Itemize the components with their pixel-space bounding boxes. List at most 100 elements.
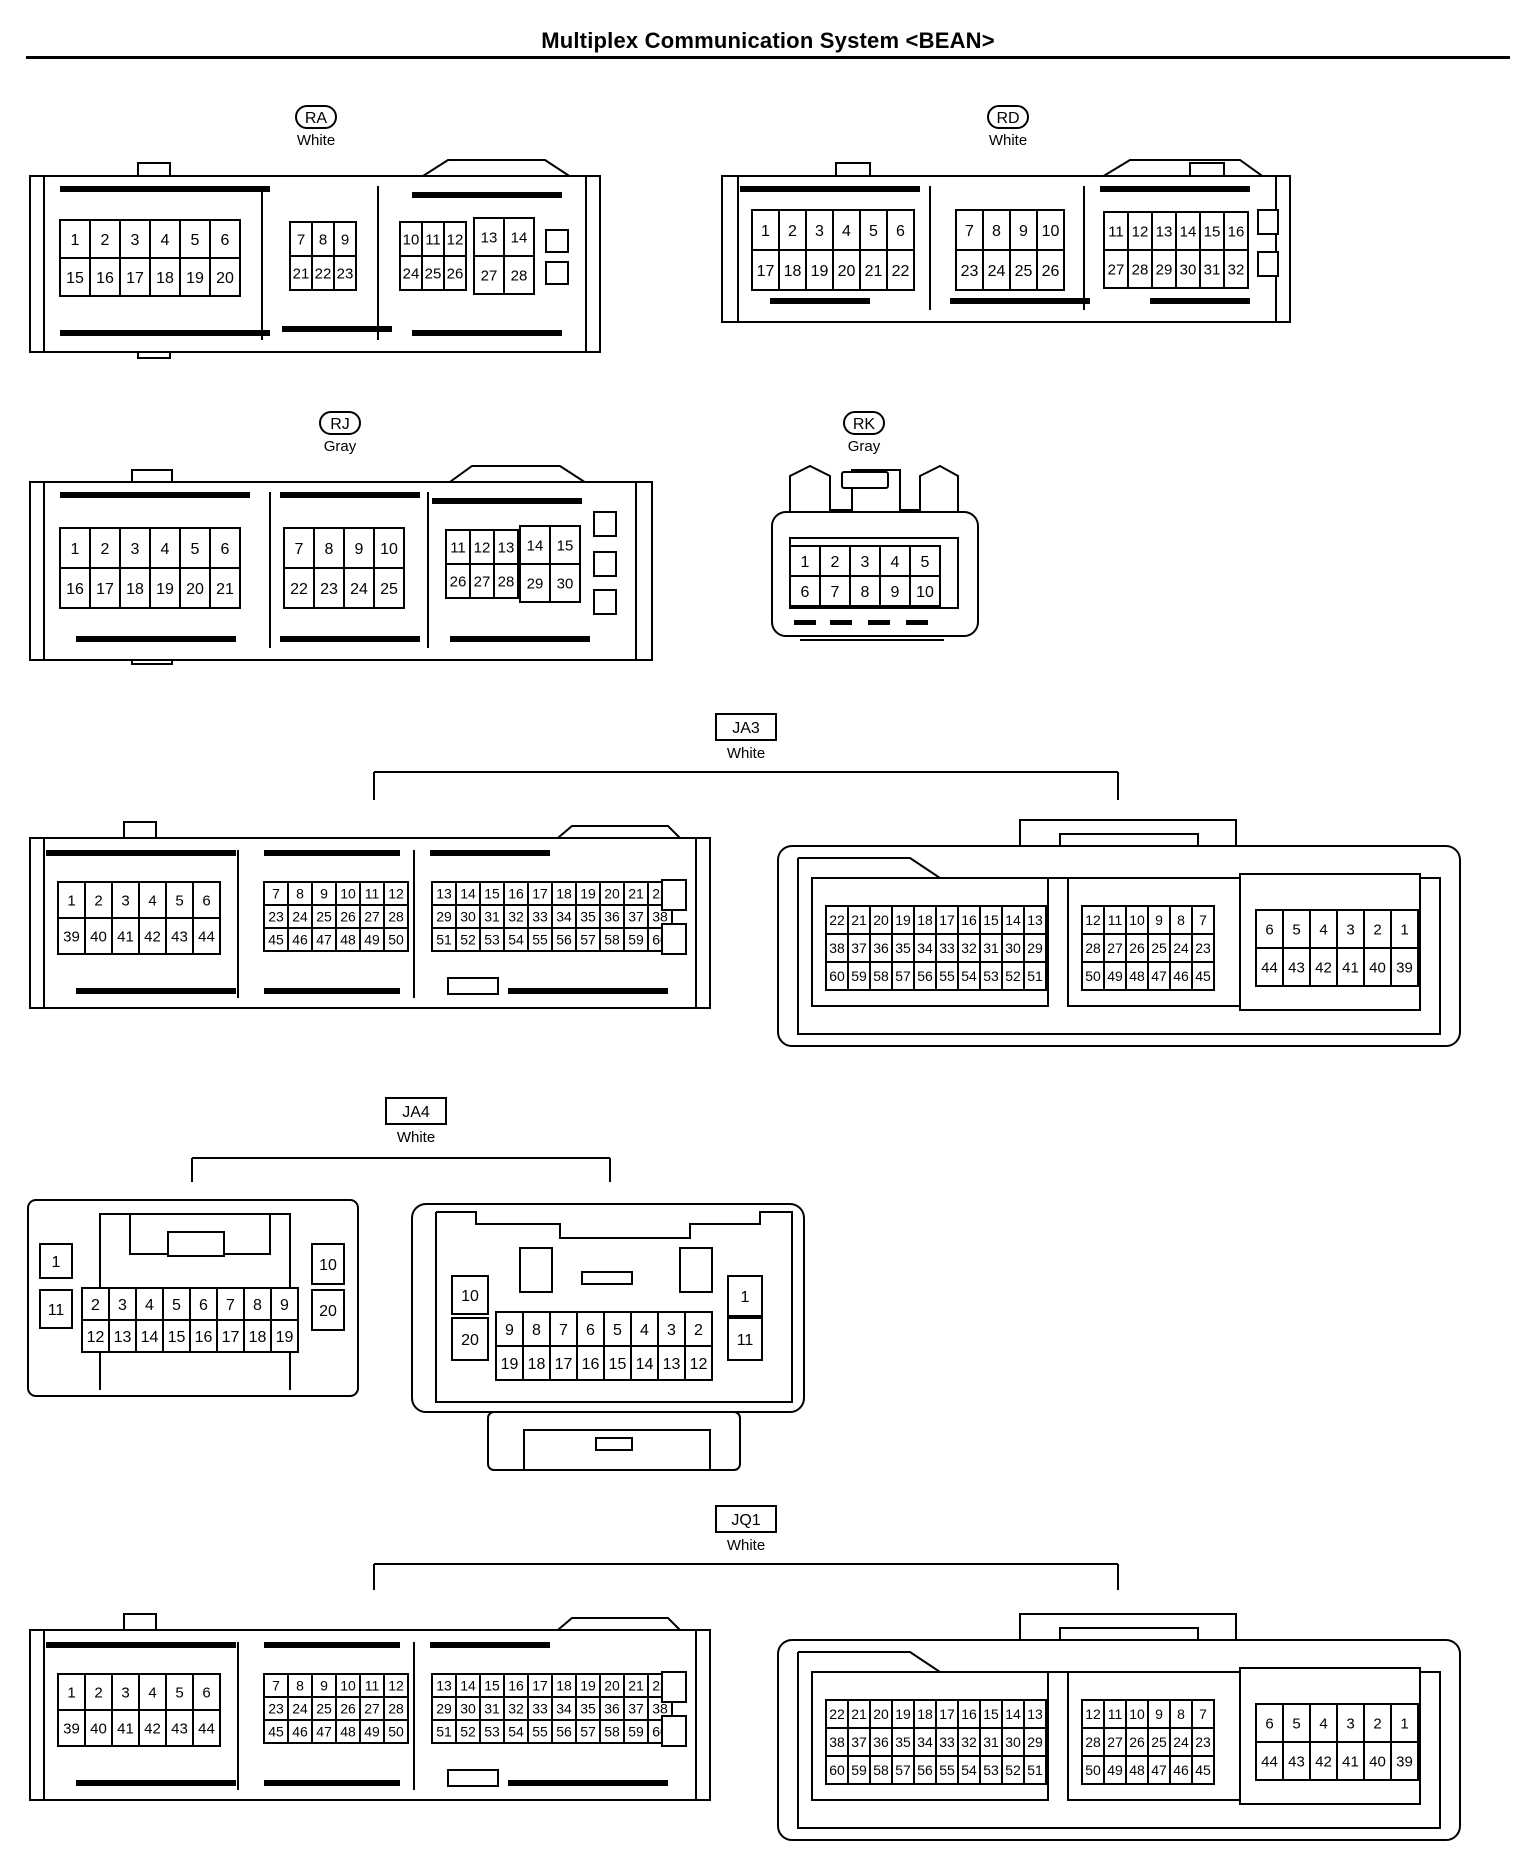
pin-number: 6 bbox=[202, 1684, 210, 1701]
pin-cell bbox=[1223, 249, 1249, 289]
pin-number: 25 bbox=[1151, 940, 1167, 956]
pin-number: 31 bbox=[983, 940, 999, 956]
pin-number: 12 bbox=[388, 1678, 404, 1694]
pin-number: 3 bbox=[118, 1297, 127, 1314]
pin-number: 40 bbox=[90, 928, 107, 945]
pin-number: 36 bbox=[873, 1734, 889, 1750]
pin-number: 43 bbox=[171, 1720, 188, 1737]
pin-number: 24 bbox=[350, 581, 368, 598]
pin-number: 15 bbox=[66, 270, 84, 287]
pin-number: 36 bbox=[604, 909, 620, 925]
pin-cell bbox=[243, 1287, 272, 1321]
pin-number: 19 bbox=[186, 270, 204, 287]
pin-number: 7 bbox=[1199, 912, 1207, 928]
pin-number: 58 bbox=[604, 932, 620, 948]
pin-number: 40 bbox=[1369, 1753, 1386, 1770]
pin-number: 30 bbox=[460, 909, 476, 925]
pin-cell bbox=[549, 525, 581, 565]
pin-number: 6 bbox=[1265, 921, 1273, 938]
pin-number: 35 bbox=[580, 1701, 596, 1717]
pin-number: 11 bbox=[1108, 223, 1124, 240]
pin-number: 3 bbox=[1346, 921, 1354, 938]
pin-number: 46 bbox=[1173, 1762, 1189, 1778]
pin-cell bbox=[576, 1345, 605, 1381]
pin-number: 22 bbox=[892, 263, 910, 280]
pin-number: 59 bbox=[851, 1762, 867, 1778]
pin-number: 46 bbox=[292, 932, 308, 948]
latch-bar bbox=[264, 850, 400, 856]
pin-number: 18 bbox=[156, 270, 174, 287]
pin-number: 48 bbox=[1129, 968, 1145, 984]
pin-number: 3 bbox=[667, 1322, 676, 1339]
housing-outline bbox=[679, 1247, 713, 1293]
pin-cell bbox=[283, 567, 315, 609]
pin-number: 8 bbox=[1177, 1706, 1185, 1722]
pin-number: 5 bbox=[1292, 1715, 1300, 1732]
housing-outline bbox=[661, 879, 687, 911]
pin-number: 20 bbox=[604, 886, 620, 902]
pin-number: 52 bbox=[1005, 968, 1021, 984]
pin-number: 1 bbox=[52, 1254, 61, 1271]
connector-id: RA bbox=[305, 110, 328, 127]
pin-number: 24 bbox=[292, 1701, 308, 1717]
housing-outline bbox=[797, 857, 1441, 1035]
pin-number: 10 bbox=[340, 1678, 356, 1694]
pin-number: 42 bbox=[144, 928, 161, 945]
pin-number: 48 bbox=[340, 932, 356, 948]
pin-number: 16 bbox=[961, 1706, 977, 1722]
pin-cell bbox=[1036, 249, 1065, 291]
pin-number: 51 bbox=[436, 932, 452, 948]
pin-cell bbox=[859, 209, 888, 251]
pin-number: 6 bbox=[586, 1322, 595, 1339]
pin-number: 11 bbox=[425, 231, 441, 248]
pin-cell bbox=[886, 249, 915, 291]
pin-number: 34 bbox=[917, 940, 933, 956]
pin-number: 15 bbox=[484, 1678, 500, 1694]
pin-number: 27 bbox=[364, 909, 380, 925]
pin-number: 21 bbox=[865, 263, 883, 280]
pin-number: 37 bbox=[628, 909, 644, 925]
pin-number: 53 bbox=[983, 968, 999, 984]
housing-outline bbox=[595, 1437, 633, 1451]
pin-number: 49 bbox=[364, 932, 380, 948]
pin-number: 2 bbox=[101, 232, 110, 249]
pin-number: 58 bbox=[873, 968, 889, 984]
pin-cell bbox=[138, 1709, 167, 1747]
pin-number: 27 bbox=[481, 267, 498, 284]
pin-number: 55 bbox=[939, 1762, 955, 1778]
pin-number: 40 bbox=[1369, 959, 1386, 976]
pin-number: 25 bbox=[316, 1701, 332, 1717]
pin-cell bbox=[84, 917, 113, 955]
pin-cell bbox=[162, 1287, 191, 1321]
page-title: Multiplex Communication System <BEAN> bbox=[541, 28, 995, 53]
pin-number: 14 bbox=[460, 886, 476, 902]
pin-cell bbox=[1336, 1741, 1365, 1781]
latch-bar bbox=[264, 988, 400, 994]
latch-bar bbox=[76, 1780, 236, 1786]
pin-number: 26 bbox=[340, 909, 356, 925]
pin-number: 18 bbox=[784, 263, 802, 280]
pin-number: 2 bbox=[831, 554, 840, 571]
pin-number: 27 bbox=[1108, 261, 1125, 278]
housing-outline bbox=[167, 1231, 225, 1257]
pin-number: 33 bbox=[532, 1701, 548, 1717]
pin-cell bbox=[1175, 249, 1201, 289]
pin-number: 15 bbox=[1204, 223, 1221, 240]
pin-number: 33 bbox=[939, 1734, 955, 1750]
pin-number: 34 bbox=[556, 1701, 572, 1717]
connector-id-oval bbox=[319, 411, 361, 435]
pin-number: 1 bbox=[761, 223, 770, 240]
housing-outline bbox=[593, 589, 617, 615]
pin-number: 53 bbox=[484, 1724, 500, 1740]
pin-cell bbox=[1023, 1755, 1047, 1785]
pin-cell bbox=[84, 1673, 113, 1711]
pin-number: 39 bbox=[63, 928, 80, 945]
pin-number: 5 bbox=[175, 892, 183, 909]
pin-number: 25 bbox=[425, 265, 442, 282]
pin-number: 9 bbox=[341, 231, 349, 248]
pin-number: 17 bbox=[532, 886, 548, 902]
pin-number: 12 bbox=[87, 1329, 105, 1346]
